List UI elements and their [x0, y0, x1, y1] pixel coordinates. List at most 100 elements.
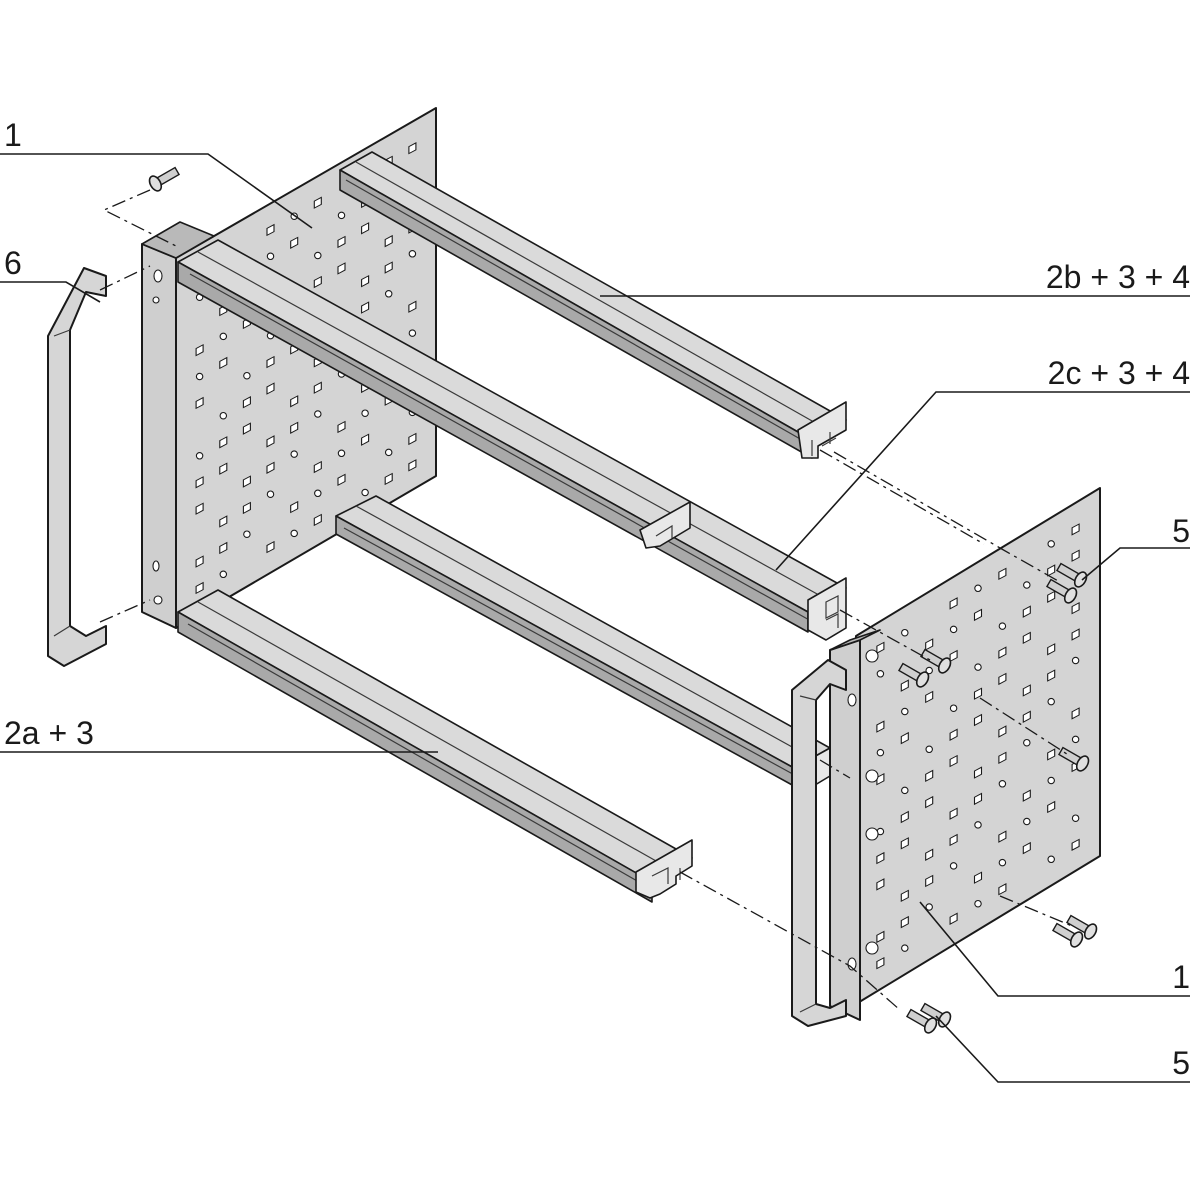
round-hole — [1071, 656, 1080, 665]
square-hole — [1071, 628, 1080, 641]
right-side-panel — [855, 487, 1101, 1005]
square-hole — [998, 567, 1007, 581]
round-hole — [290, 450, 298, 458]
callout-5-top: 5 — [1172, 513, 1190, 549]
square-hole — [949, 728, 958, 741]
square-hole — [998, 725, 1007, 738]
square-hole — [290, 395, 299, 408]
square-hole — [337, 420, 346, 434]
square-hole — [973, 792, 983, 806]
square-hole — [266, 355, 275, 369]
round-hole — [384, 290, 393, 298]
round-hole — [949, 704, 958, 712]
square-hole — [408, 459, 417, 472]
square-hole — [266, 223, 275, 237]
screw — [905, 1008, 938, 1034]
square-hole — [195, 396, 204, 410]
square-hole — [925, 769, 934, 783]
square-hole — [313, 275, 322, 289]
screw — [1057, 746, 1090, 772]
round-hole — [314, 251, 322, 260]
square-hole — [361, 274, 370, 288]
round-hole — [361, 409, 369, 417]
square-hole — [1047, 748, 1056, 761]
square-hole — [949, 912, 958, 925]
square-hole — [925, 848, 934, 861]
callout-2a: 2a + 3 — [4, 715, 94, 751]
round-hole — [1023, 738, 1031, 747]
square-hole — [876, 641, 885, 654]
square-hole — [195, 581, 204, 595]
square-hole — [408, 432, 417, 446]
square-hole — [1047, 800, 1056, 814]
square-hole — [900, 731, 909, 745]
square-hole — [1047, 564, 1056, 577]
screws — [148, 166, 1098, 1034]
square-hole — [242, 475, 251, 488]
round-hole — [195, 372, 204, 381]
right-front-ear — [829, 629, 881, 1021]
square-hole — [337, 473, 346, 487]
square-hole — [361, 433, 370, 446]
square-hole — [384, 234, 393, 248]
round-hole — [925, 666, 933, 675]
callout-6: 6 — [4, 245, 22, 281]
assembly-axes — [99, 189, 1073, 1011]
square-hole — [1047, 669, 1056, 682]
square-hole — [361, 222, 370, 235]
square-hole — [973, 713, 983, 727]
round-hole — [949, 625, 958, 634]
square-hole — [361, 301, 370, 314]
square-hole — [313, 460, 322, 474]
round-hole — [1071, 735, 1080, 744]
square-hole — [313, 513, 322, 527]
rail-2b — [339, 151, 847, 459]
square-hole — [900, 810, 909, 824]
square-hole — [998, 646, 1007, 659]
callout-1-bottom: 1 — [1172, 959, 1190, 995]
square-hole — [313, 381, 322, 394]
square-hole — [973, 608, 983, 622]
square-hole — [876, 851, 885, 865]
square-hole — [973, 871, 983, 884]
round-hole — [1023, 817, 1031, 826]
screw — [1065, 914, 1098, 940]
square-hole — [949, 754, 958, 768]
round-hole — [998, 858, 1007, 867]
rail-lower-back — [335, 495, 831, 789]
round-hole — [901, 628, 909, 637]
square-hole — [195, 555, 204, 568]
square-hole — [900, 837, 909, 850]
square-hole — [998, 830, 1007, 843]
leader-lines — [0, 153, 1190, 1083]
square-hole — [219, 356, 228, 370]
square-hole — [242, 501, 251, 515]
round-hole — [1047, 697, 1055, 706]
square-hole — [242, 422, 251, 435]
round-hole — [290, 529, 298, 538]
rail-2c — [177, 239, 847, 641]
round-hole — [408, 250, 417, 258]
handle-right — [791, 659, 847, 1027]
round-hole — [243, 530, 251, 538]
round-hole — [901, 944, 909, 952]
square-hole — [408, 300, 417, 313]
screw — [919, 648, 952, 674]
callout-2b: 2b + 3 + 4 — [1046, 259, 1190, 295]
square-hole — [290, 236, 299, 249]
square-hole — [949, 649, 958, 663]
square-hole — [266, 540, 275, 554]
square-hole — [998, 672, 1007, 686]
round-hole — [266, 490, 275, 498]
square-hole — [313, 196, 322, 209]
square-hole — [998, 751, 1007, 765]
square-hole — [1071, 707, 1080, 720]
round-hole — [949, 862, 958, 870]
square-hole — [242, 396, 251, 409]
square-hole — [266, 382, 275, 395]
square-hole — [1047, 590, 1056, 603]
round-hole — [974, 584, 982, 593]
square-hole — [337, 235, 346, 249]
round-hole — [876, 670, 885, 678]
